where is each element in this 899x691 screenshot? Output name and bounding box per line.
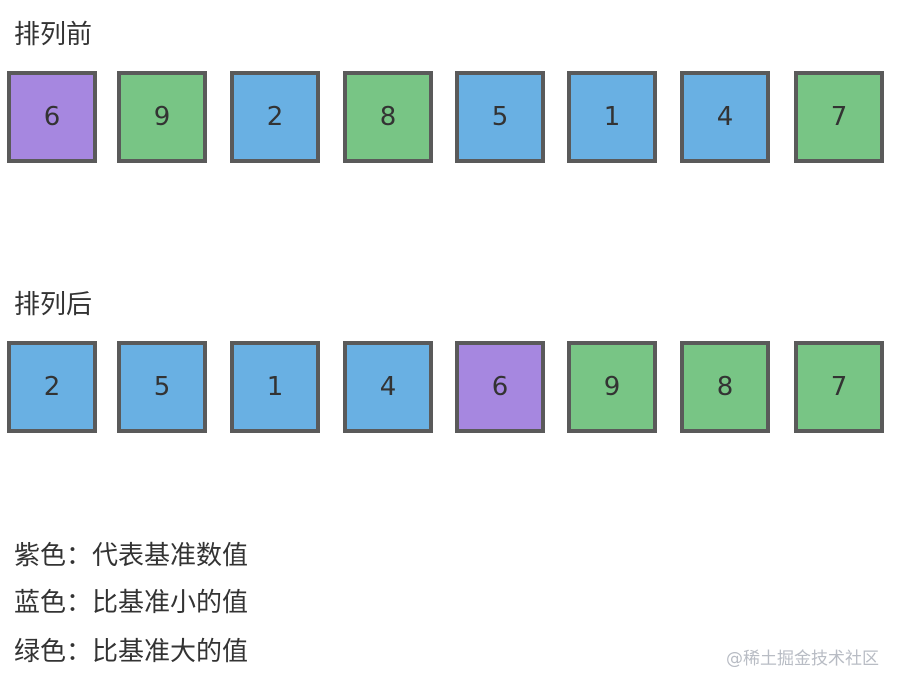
after-box-value: 2 — [43, 372, 61, 402]
after-box-larger: 9 — [567, 341, 657, 433]
after-box-larger: 8 — [680, 341, 770, 433]
after-title: 排列后 — [14, 290, 93, 320]
before-box-smaller: 5 — [455, 71, 545, 163]
after-box-value: 5 — [153, 372, 171, 402]
legend-green: 绿色：比基准大的值 — [14, 637, 249, 667]
before-box-value: 8 — [379, 102, 397, 132]
after-box-smaller: 2 — [7, 341, 97, 433]
watermark: @稀土掘金技术社区 — [726, 649, 879, 669]
after-box-pivot: 6 — [455, 341, 545, 433]
before-row: 6 9 2 8 5 1 4 7 — [0, 71, 899, 171]
after-box-value: 7 — [830, 372, 848, 402]
before-box-smaller: 1 — [567, 71, 657, 163]
before-box-smaller: 2 — [230, 71, 320, 163]
after-box-smaller: 5 — [117, 341, 207, 433]
before-box-value: 4 — [716, 102, 734, 132]
legend-purple: 紫色：代表基准数值 — [14, 541, 249, 571]
before-box-value: 9 — [153, 102, 171, 132]
after-row: 2 5 1 4 6 9 8 7 — [0, 341, 899, 441]
before-box-larger: 7 — [794, 71, 884, 163]
after-box-value: 4 — [379, 372, 397, 402]
before-box-value: 6 — [43, 102, 61, 132]
before-box-larger: 8 — [343, 71, 433, 163]
before-box-value: 2 — [266, 102, 284, 132]
before-box-value: 5 — [491, 102, 509, 132]
after-box-value: 1 — [266, 372, 284, 402]
before-title: 排列前 — [14, 20, 93, 50]
after-box-value: 8 — [716, 372, 734, 402]
after-box-value: 6 — [491, 372, 509, 402]
after-box-smaller: 4 — [343, 341, 433, 433]
before-box-smaller: 4 — [680, 71, 770, 163]
before-box-value: 1 — [603, 102, 621, 132]
before-box-value: 7 — [830, 102, 848, 132]
legend-blue: 蓝色：比基准小的值 — [14, 588, 249, 618]
after-box-value: 9 — [603, 372, 621, 402]
before-box-larger: 9 — [117, 71, 207, 163]
after-box-smaller: 1 — [230, 341, 320, 433]
after-box-larger: 7 — [794, 341, 884, 433]
before-box-pivot: 6 — [7, 71, 97, 163]
